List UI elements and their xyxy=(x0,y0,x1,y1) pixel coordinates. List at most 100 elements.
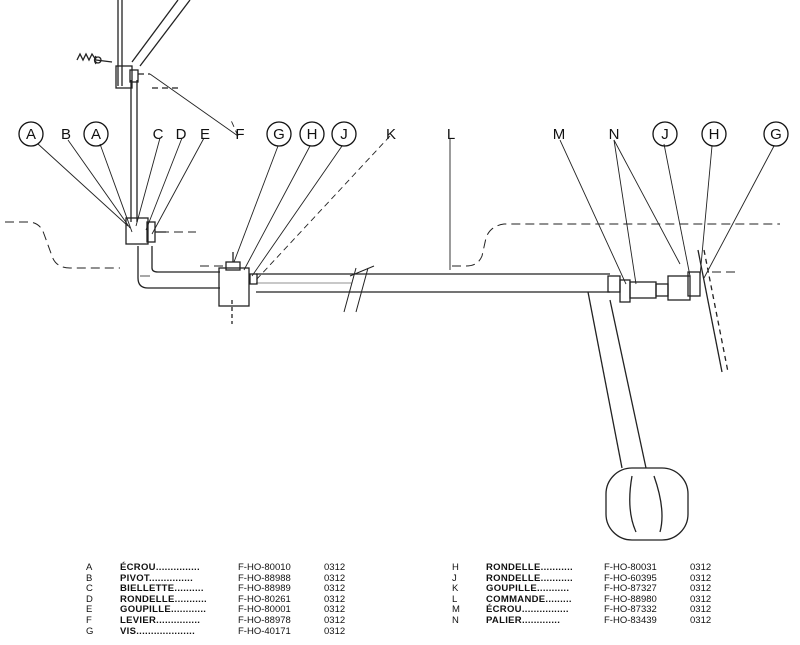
legend-code: G xyxy=(86,625,94,637)
legend-part-ref: F-HO-87327 xyxy=(604,583,657,595)
callout-circle-g1 xyxy=(266,121,292,147)
legend-part-name: GOUPILLE............ xyxy=(120,605,238,616)
pedal xyxy=(587,291,689,541)
legend-dots: ............... xyxy=(155,562,200,573)
legend-part-label: LEVIER xyxy=(120,614,157,626)
callout-circle-a2 xyxy=(83,121,109,147)
legend-part-ref: F-HO-83439 xyxy=(604,614,657,626)
legend-part-name: RONDELLE........... xyxy=(486,562,604,574)
legend-dots: ............ xyxy=(170,604,207,616)
legend-part-name: PIVOT............... xyxy=(120,572,238,585)
legend-part-ref: F-HO-60395 xyxy=(604,572,657,584)
callout-a2: A xyxy=(91,126,101,143)
legend-part-ref: F-HO-80001 xyxy=(238,604,291,616)
legend-dots: ................ xyxy=(521,604,569,616)
legend-part-label: BIELLETTE xyxy=(120,583,175,595)
legend-part-code2: 0312 xyxy=(324,593,346,605)
legend-row: G VIS....................F-HO-40171 0312 xyxy=(86,625,354,638)
legend-part-label: RONDELLE xyxy=(486,572,541,584)
control-bar xyxy=(125,217,729,373)
legend-code: K xyxy=(452,583,459,595)
legend-code: N xyxy=(452,614,459,626)
legend-part-code2: 0312 xyxy=(324,625,346,637)
leader-lines xyxy=(37,73,775,285)
legend-part-code2: 0312 xyxy=(324,583,346,595)
legend-code: C xyxy=(86,583,93,595)
legend-row: J RONDELLE........... F-HO-60395 0312 xyxy=(452,572,720,585)
callout-j2: J xyxy=(661,126,669,143)
legend-row: L COMMANDE.........F-HO-88980 0312 xyxy=(452,593,720,606)
legend-part-ref: F-HO-80010 xyxy=(238,562,291,573)
legend-part-ref: F-HO-88980 xyxy=(604,593,657,605)
legend-part-name: RONDELLE........... xyxy=(120,593,238,606)
legend-dots: ........... xyxy=(540,562,573,573)
callout-f: F xyxy=(235,126,244,143)
legend-code: D xyxy=(86,593,93,605)
legend-part-name: VIS.................... xyxy=(120,625,238,638)
callout-e: E xyxy=(200,126,210,143)
legend-part-code2: 0312 xyxy=(324,604,346,616)
legend-part-name: ÉCROU............... xyxy=(120,562,238,574)
legend-part-code2: 0312 xyxy=(690,614,712,626)
legend-part-code2: 0312 xyxy=(324,562,346,573)
callout-j1: J xyxy=(340,126,348,143)
legend-part-code2: 0312 xyxy=(690,593,712,605)
callout-n: N xyxy=(609,126,620,143)
legend-part-name: PALIER............. xyxy=(486,614,604,627)
legend-part-code2: 0312 xyxy=(324,614,346,626)
legend-part-code2: 0312 xyxy=(690,572,712,584)
legend-part-ref: F-HO-80261 xyxy=(238,593,291,605)
legend-part-ref: F-HO-80031 xyxy=(604,562,657,573)
legend-part-ref: F-HO-88978 xyxy=(238,614,291,626)
legend-dots: ......... xyxy=(545,593,572,605)
callout-h2: H xyxy=(709,126,720,143)
legend-part-ref: F-HO-87332 xyxy=(604,604,657,616)
legend-dots: ............. xyxy=(521,614,561,626)
legend-dots: ............... xyxy=(148,572,194,584)
callout-labels: A B A C D E F G H J K L M N J H G xyxy=(18,121,789,147)
legend-row: C BIELLETTE.......... F-HO-88989 0312 xyxy=(86,583,354,595)
legend-part-label: PIVOT xyxy=(120,572,149,584)
callout-d: D xyxy=(176,126,187,143)
legend-part-ref: F-HO-40171 xyxy=(238,625,291,637)
legend-part-code2: 0312 xyxy=(324,572,346,584)
legend-part-name: COMMANDE......... xyxy=(486,593,604,606)
legend-dots: .......... xyxy=(174,583,204,595)
legend-part-ref: F-HO-88989 xyxy=(238,583,291,595)
legend-row: E GOUPILLE............F-HO-80001 0312 xyxy=(86,605,354,616)
legend-part-code2: 0312 xyxy=(690,562,712,573)
legend-part-name: GOUPILLE........... xyxy=(486,583,604,595)
legend-part-label: GOUPILLE xyxy=(486,583,537,595)
legend-code: E xyxy=(86,604,93,616)
legend-part-label: ÉCROU xyxy=(486,604,522,616)
callout-circle-h1 xyxy=(299,121,325,147)
callout-circle-h2 xyxy=(701,121,727,147)
legend-part-code2: 0312 xyxy=(690,583,712,595)
legend-code: J xyxy=(452,572,457,584)
callout-h1: H xyxy=(307,126,318,143)
legend-part-code2: 0312 xyxy=(690,604,712,616)
legend-part-label: PALIER xyxy=(486,614,522,626)
legend-dots: ........... xyxy=(536,583,570,595)
callout-g2: G xyxy=(770,126,782,143)
legend-dots: .................... xyxy=(136,625,196,637)
legend-part-name: LEVIER............... xyxy=(120,614,238,627)
body-outline xyxy=(5,221,780,273)
callout-c: C xyxy=(153,126,164,143)
legend-dots: ........... xyxy=(174,593,207,605)
callout-g1: G xyxy=(273,126,285,143)
callout-circle-a1 xyxy=(18,121,44,147)
legend-dots: ........... xyxy=(540,572,573,584)
legend-code: L xyxy=(452,593,458,605)
callout-circle-g2 xyxy=(763,121,789,147)
pedal-linkage-diagram: A B A C D E F G H J K L M N J H G xyxy=(5,0,789,541)
callout-b: B xyxy=(61,126,71,143)
callout-k: K xyxy=(386,126,396,143)
callout-circle-j1 xyxy=(331,121,357,147)
